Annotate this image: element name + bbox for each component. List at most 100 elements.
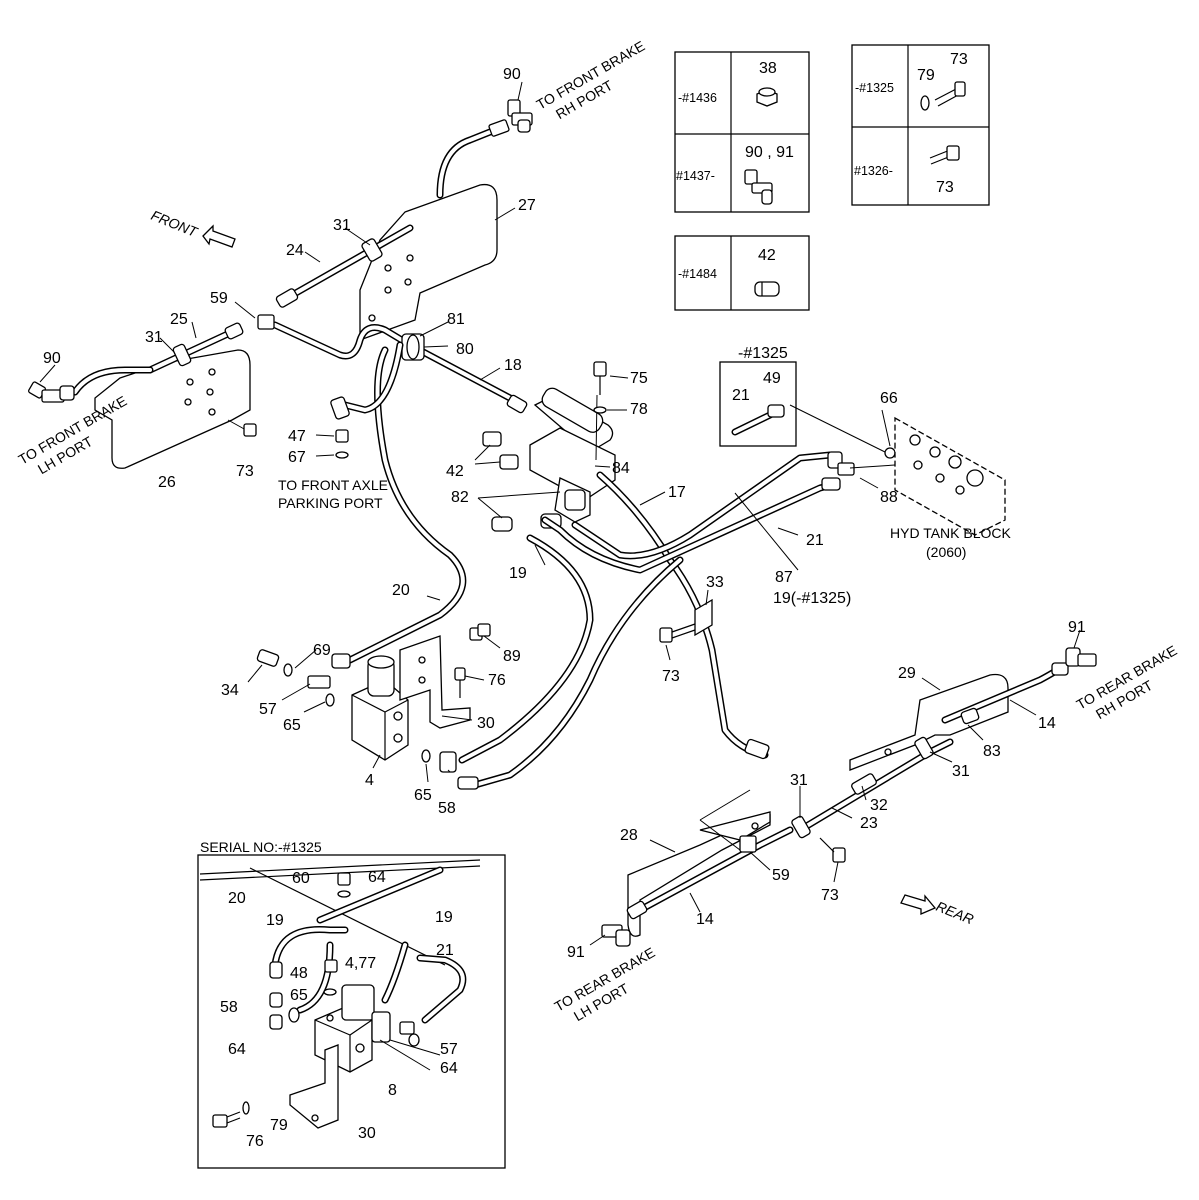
callout-88: 88 — [880, 489, 898, 506]
serial-1326: #1326- — [854, 164, 893, 178]
callout-34: 34 — [221, 682, 239, 699]
callout-31-top: 31 — [333, 217, 351, 234]
bracket-26 — [94, 349, 251, 469]
inset-callout-58: 58 — [220, 999, 238, 1016]
callout-24: 24 — [286, 242, 304, 259]
callout-18: 18 — [504, 357, 522, 374]
inset-callout-64c: 64 — [440, 1060, 458, 1077]
callout-17: 17 — [668, 484, 686, 501]
bracket-27 — [359, 183, 498, 341]
callout-26: 26 — [158, 474, 176, 491]
callout-30: 30 — [477, 715, 495, 732]
callouts-rear: 91 29 14 83 31 31 32 23 28 59 73 14 91 — [567, 619, 1086, 961]
callout-75: 75 — [630, 370, 648, 387]
leader-lines — [39, 81, 1081, 946]
inset-callout-19a: 19 — [266, 912, 284, 929]
callout-31-left: 31 — [145, 329, 163, 346]
serial-table-1: -#1436 38 #1437- 90 , 91 — [674, 51, 810, 213]
inset-callout-8: 8 — [388, 1082, 397, 1099]
front-axle-line2: PARKING PORT — [278, 495, 383, 511]
fitting-38-icon — [756, 87, 778, 107]
callout-73b: 73 — [936, 179, 954, 196]
callout-65: 65 — [283, 717, 301, 734]
callout-82: 82 — [451, 489, 469, 506]
callout-28: 28 — [620, 827, 638, 844]
callouts-front: 90 27 31 24 59 25 81 80 18 90 31 26 73 4… — [43, 66, 536, 491]
callout-83: 83 — [983, 743, 1001, 760]
callout-79: 79 — [917, 67, 935, 84]
callout-69: 69 — [313, 642, 331, 659]
washer-bolt-icon — [920, 81, 966, 111]
callout-25: 25 — [170, 311, 188, 328]
callout-42: 42 — [758, 247, 776, 264]
inset-1325-callout-21: 21 — [732, 387, 750, 404]
callout-73-center: 73 — [662, 668, 680, 685]
callout-58: 58 — [438, 800, 456, 817]
callout-29: 29 — [898, 665, 916, 682]
callout-47: 47 — [288, 428, 306, 445]
inset-callout-20: 20 — [228, 890, 246, 907]
callout-76: 76 — [488, 672, 506, 689]
callout-84: 84 — [612, 460, 630, 477]
inset-callout-64: 64 — [368, 869, 386, 886]
hyd-tank-line2: (2060) — [926, 544, 966, 560]
front-arrow: FRONT — [149, 207, 236, 248]
front-label: FRONT — [149, 207, 201, 240]
serial-table-2: -#1325 79 73 #1326- 73 — [851, 44, 990, 206]
callout-59-rear: 59 — [772, 867, 790, 884]
serial-1325: -#1325 — [855, 81, 894, 95]
callouts-center: 75 78 84 42 82 17 19 21 87 19(-#1325) 88… — [221, 370, 898, 817]
callout-20: 20 — [392, 582, 410, 599]
inset-callout-30: 30 — [358, 1125, 376, 1142]
inset-callout-48: 48 — [290, 965, 308, 982]
elbow-90-top-icon — [507, 99, 533, 133]
serial-1484: -#1484 — [678, 267, 717, 281]
fitting-42-icon — [754, 281, 780, 297]
rear-label: REAR — [934, 898, 976, 927]
callout-33: 33 — [706, 574, 724, 591]
callout-59-top: 59 — [210, 290, 228, 307]
elbow-91-right-icon — [1065, 647, 1097, 667]
callout-80: 80 — [456, 341, 474, 358]
elbow-fitting-icon — [744, 169, 773, 205]
callout-42-center: 42 — [446, 463, 464, 480]
callout-38: 38 — [759, 60, 777, 77]
inset-callout-57: 57 — [440, 1041, 458, 1058]
inset-callout-60: 60 — [292, 870, 310, 887]
callout-66: 66 — [880, 390, 898, 407]
callout-73-left: 73 — [236, 463, 254, 480]
inset-callout-79: 79 — [270, 1117, 288, 1134]
serial-inset-title: SERIAL NO:-#1325 — [200, 839, 322, 855]
callout-23: 23 — [860, 815, 878, 832]
valve-block-4 — [351, 655, 409, 761]
callout-90-top: 90 — [503, 66, 521, 83]
bolt-icon — [929, 145, 960, 165]
inset-callout-65: 65 — [290, 987, 308, 1004]
elbow-91-left-icon — [601, 924, 631, 947]
inset-1325-label: -#1325 — [738, 345, 788, 362]
bracket-29 — [849, 673, 1009, 771]
callout-81: 81 — [447, 311, 465, 328]
callout-19: 19 — [509, 565, 527, 582]
callout-73-rear: 73 — [821, 887, 839, 904]
inset-callout-19b: 19 — [435, 909, 453, 926]
callouts-inset-1325: -#1325 21 49 — [732, 345, 788, 404]
callout-78: 78 — [630, 401, 648, 418]
hyd-tank-line1: HYD TANK BLOCK — [890, 525, 1012, 541]
callout-91-right: 91 — [1068, 619, 1086, 636]
serial-table-3: -#1484 42 — [674, 235, 810, 311]
callout-90-left: 90 — [43, 350, 61, 367]
callout-14-lower: 14 — [696, 911, 714, 928]
callout-65b: 65 — [414, 787, 432, 804]
callout-90-91: 90 , 91 — [745, 144, 794, 161]
inset-callout-76: 76 — [246, 1133, 264, 1150]
callout-89: 89 — [503, 648, 521, 665]
callout-87: 87 — [775, 569, 793, 586]
callout-91-left: 91 — [567, 944, 585, 961]
rear-arrow: REAR — [900, 894, 976, 927]
inset-1325-callout-49: 49 — [763, 370, 781, 387]
elbow-90-left-icon — [28, 381, 75, 403]
callout-21: 21 — [806, 532, 824, 549]
brake-valve-84 — [529, 387, 616, 523]
